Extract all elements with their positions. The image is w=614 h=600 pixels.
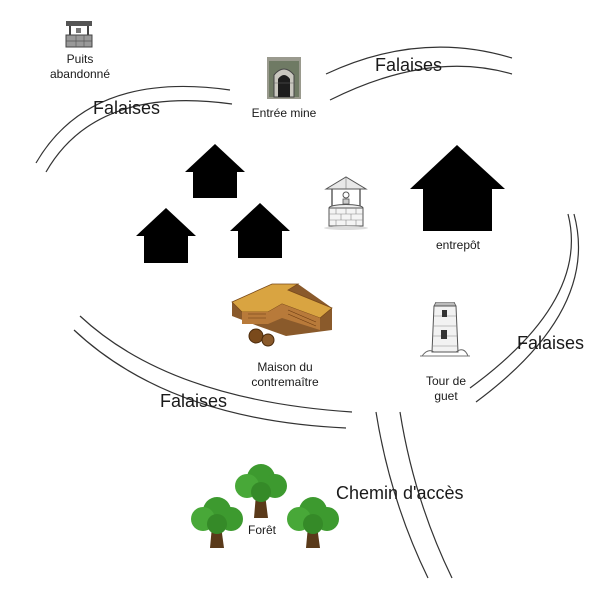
label-falaises-right: Falaises [517, 333, 585, 353]
label-falaises-top-left: Falaises [93, 98, 161, 118]
label-chemin-acces: Chemin d'accès [336, 483, 464, 503]
label-entrepot: entrepôt [435, 238, 481, 252]
foreman-house-icon [231, 283, 333, 347]
road-left [375, 411, 429, 579]
mine-entrance-icon [267, 57, 301, 99]
cliff-top-left-inner [45, 100, 233, 173]
label-puits-abandonne: Puits abandonné [40, 52, 120, 82]
label-maison-line2: contremaître [251, 375, 319, 389]
cliff-top-right-inner [329, 65, 513, 101]
cliff-top-left [35, 85, 231, 164]
cliff-right-inner [469, 213, 572, 389]
label-tour-line2: guet [434, 389, 458, 403]
house-icon [185, 144, 245, 198]
label-falaises-top-right: Falaises [375, 55, 443, 75]
well-icon [324, 176, 368, 230]
label-falaises-bottom: Falaises [160, 391, 228, 411]
label-puits-line1: Puits [66, 52, 94, 66]
warehouse-icon [410, 145, 505, 231]
cliff-bottom-outer [79, 315, 353, 413]
cliff-top-right [325, 46, 513, 75]
tree-icon [287, 497, 339, 548]
house-icon [136, 208, 196, 263]
label-tour-line1: Tour de [425, 374, 467, 388]
road-right [399, 411, 453, 579]
watchtower-icon [420, 302, 470, 357]
small-well-icon [65, 21, 93, 48]
label-maison-line1: Maison du [257, 360, 313, 374]
label-tour-de-guet: Tour de guet [414, 374, 478, 404]
label-puits-line2: abandonné [49, 67, 111, 81]
label-foret: Forêt [247, 523, 276, 537]
label-maison-contremaitre: Maison du contremaître [230, 360, 340, 390]
house-icon [230, 203, 290, 258]
cliff-bottom-inner [73, 329, 347, 429]
cliff-right-outer [475, 213, 580, 403]
tree-icon [191, 497, 243, 548]
label-entree-mine: Entrée mine [251, 106, 317, 120]
tree-icon [235, 464, 287, 518]
